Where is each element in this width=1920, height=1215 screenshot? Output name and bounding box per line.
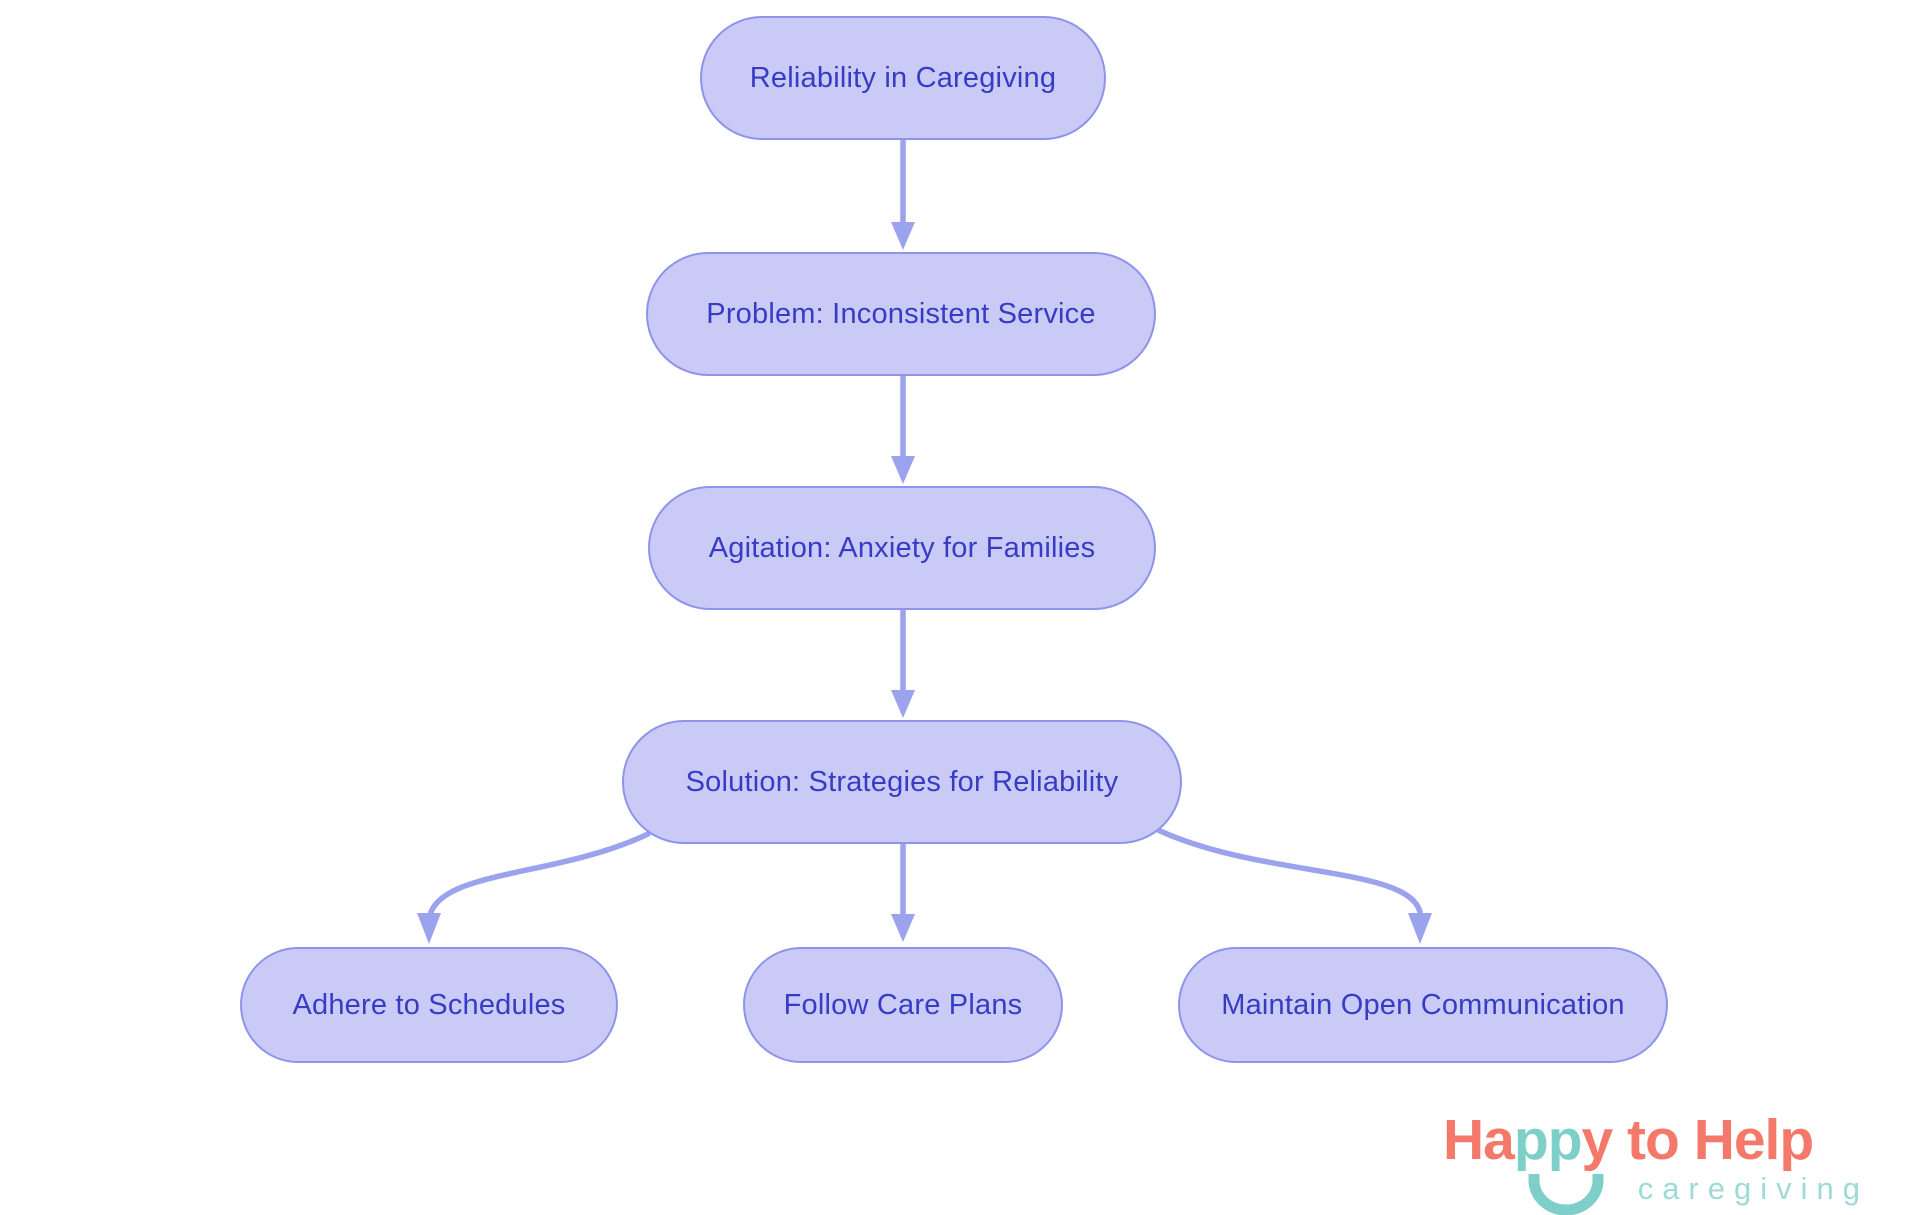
- logo-title-part2: pp: [1513, 1108, 1583, 1172]
- arrowhead-follow: [891, 914, 915, 942]
- arrowhead-solution: [891, 690, 915, 718]
- arrowhead-adhere: [417, 913, 441, 944]
- logo-title: Happy to Help: [1443, 1112, 1873, 1169]
- logo-subtitle: caregiving: [1637, 1171, 1869, 1206]
- logo-title-part1: Ha: [1443, 1108, 1515, 1172]
- arrowhead-maintain: [1408, 913, 1432, 944]
- node-agitation-anxiety-for-families: Agitation: Anxiety for Families: [648, 486, 1156, 610]
- node-adhere-to-schedules: Adhere to Schedules: [240, 947, 618, 1063]
- edge-solution-adhere: [428, 831, 651, 915]
- node-problem-inconsistent-service: Problem: Inconsistent Service: [646, 252, 1156, 376]
- arrowhead-agitation: [891, 456, 915, 484]
- smile-icon: [1528, 1174, 1604, 1215]
- node-reliability-in-caregiving: Reliability in Caregiving: [700, 16, 1106, 140]
- edge-solution-maintain: [1155, 827, 1423, 915]
- node-maintain-open-communication: Maintain Open Communication: [1178, 947, 1668, 1063]
- node-follow-care-plans: Follow Care Plans: [743, 947, 1063, 1063]
- node-solution-strategies-for-reliability: Solution: Strategies for Reliability: [622, 720, 1182, 844]
- logo-title-part3: y to Help: [1581, 1108, 1815, 1172]
- arrowhead-problem: [891, 222, 915, 250]
- happy-to-help-logo: Happy to Help caregiving: [1443, 1112, 1873, 1215]
